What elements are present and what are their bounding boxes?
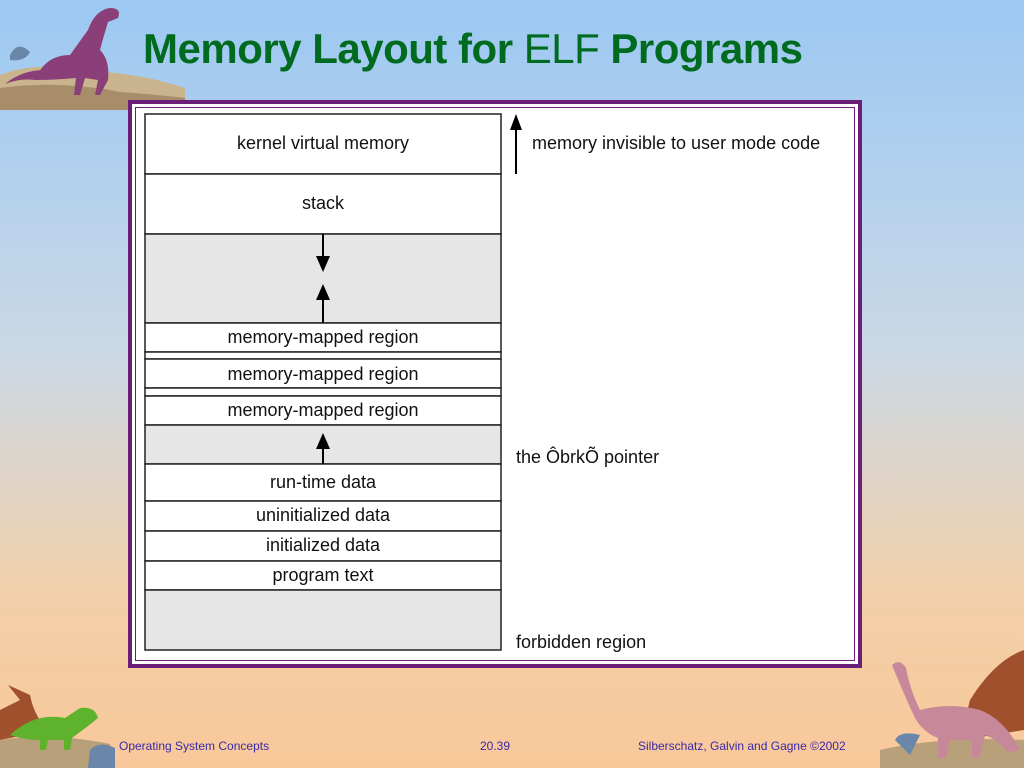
slide-title: Memory Layout for ELF Programs: [143, 25, 803, 73]
arrow-kernel-up-head: [510, 114, 522, 130]
dinosaur-bottom-right-icon: [880, 650, 1024, 768]
footer-slide-number: 20.39: [480, 739, 511, 753]
segment-text-box: [144, 560, 502, 591]
segment-mmap-divider-2: [144, 387, 502, 397]
segment-runtime-box: [144, 463, 502, 502]
segment-kernel-box: [144, 113, 502, 175]
segment-label-uninit: uninitialized data: [255, 505, 391, 525]
forbidden-region-box: [144, 589, 502, 651]
segment-label-mmap-2: memory-mapped region: [227, 364, 419, 384]
segment-label-mmap-1: memory-mapped region: [227, 327, 419, 347]
segment-label-runtime: run-time data: [269, 472, 377, 492]
title-part-1: Memory Layout for: [143, 25, 513, 72]
segment-label-kernel: kernel virtual memory: [236, 133, 410, 153]
arrow-heap-up-head: [316, 433, 330, 449]
title-part-elf: ELF: [523, 25, 600, 72]
segment-init-box: [144, 530, 502, 562]
title-part-2: Programs: [610, 25, 803, 72]
footer-copyright: Silberschatz, Galvin and Gagne ©2002: [638, 739, 846, 753]
dinosaur-bottom-left-icon: [0, 685, 115, 768]
segment-label-mmap-3: memory-mapped region: [227, 400, 419, 420]
footer-course-title: Operating System Concepts: [119, 739, 270, 753]
arrow-stack-down-head: [316, 256, 330, 272]
segment-mmap-divider-1: [144, 351, 502, 360]
arrow-mmap-up-head: [316, 284, 330, 300]
segment-label-init: initialized data: [265, 535, 381, 555]
segment-label-stack: stack: [301, 193, 344, 213]
segment-mmap-1-box: [144, 322, 502, 353]
segment-stack-box: [144, 173, 502, 235]
segment-uninit-box: [144, 500, 502, 532]
annotation-forbidden-region: forbidden region: [516, 632, 647, 652]
annotation-kernel-invisible: memory invisible to user mode code: [532, 133, 821, 153]
segment-label-text: program text: [272, 565, 374, 585]
segment-mmap-2-box: [144, 358, 502, 389]
annotation-brk-pointer: the ÔbrkÕ pointer: [516, 447, 660, 467]
